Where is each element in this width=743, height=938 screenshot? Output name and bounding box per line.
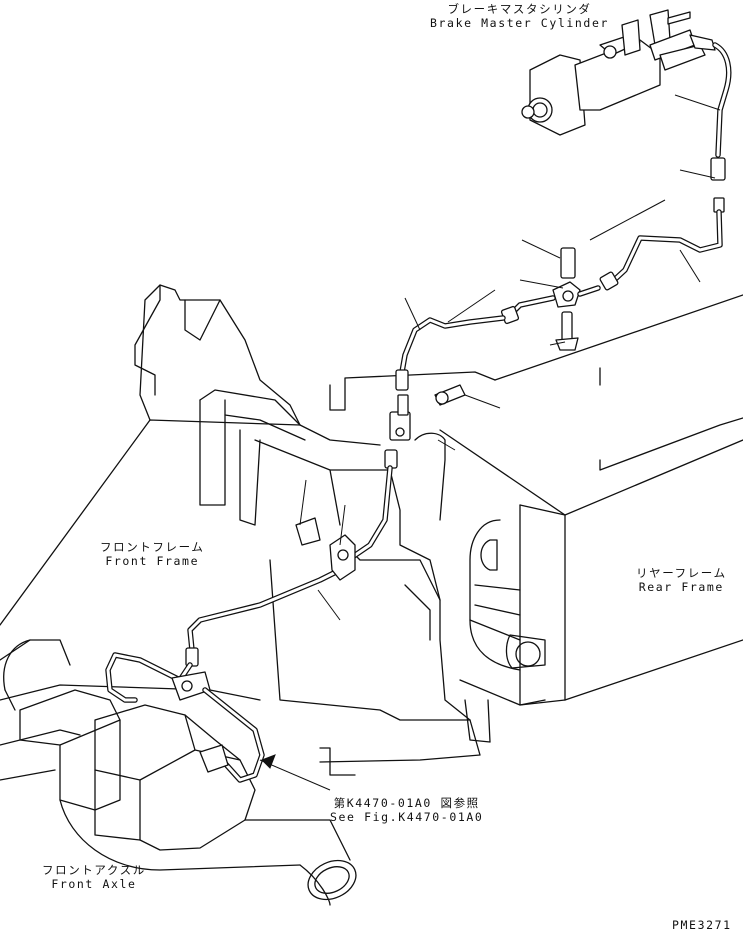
brake-master-cylinder (521, 9, 716, 136)
brake-pipe-middle (395, 295, 556, 391)
front-axle-outline (0, 639, 357, 906)
front-axle-label: フロントアクスル Front Axle (42, 863, 146, 891)
front-axle-label-en: Front Axle (51, 877, 137, 891)
brake-pipe-upper-hose (710, 42, 732, 213)
front-frame-outline (0, 284, 481, 776)
brake-pipe-clamp-bracket (389, 384, 466, 441)
rear-frame-label-jp: リヤーフレーム (636, 566, 727, 580)
front-frame-label: フロントフレーム Front Frame (100, 540, 204, 568)
brake-pipe-junction-block (552, 247, 601, 351)
front-frame-label-en: Front Frame (105, 554, 200, 568)
brake-pipe-upper-right (599, 209, 723, 291)
front-axle-label-jp: フロントアクスル (42, 863, 146, 877)
rear-frame-outline (329, 294, 743, 743)
front-frame-label-jp: フロントフレーム (100, 540, 205, 554)
leader-lines (259, 94, 721, 791)
brake-master-cylinder-label-jp: ブレーキマスタシリンダ (447, 2, 592, 16)
drawing-code: PME3271 (672, 918, 732, 932)
brake-master-cylinder-label: ブレーキマスタシリンダ Brake Master Cylinder (430, 2, 609, 30)
see-figure-reference-en: See Fig.K4470-01A0 (330, 810, 484, 824)
see-figure-reference-jp: 第K4470-01A0 図参照 (333, 796, 480, 810)
drawing-code-text: PME3271 (672, 918, 732, 932)
brake-pipe-axle-loop (105, 652, 265, 783)
brake-master-cylinder-label-en: Brake Master Cylinder (430, 16, 609, 30)
rear-frame-label: リヤーフレーム Rear Frame (636, 566, 727, 594)
brake-pipe-lower (185, 449, 398, 667)
see-figure-reference: 第K4470-01A0 図参照 See Fig.K4470-01A0 (330, 796, 483, 824)
rear-frame-label-en: Rear Frame (638, 580, 724, 594)
